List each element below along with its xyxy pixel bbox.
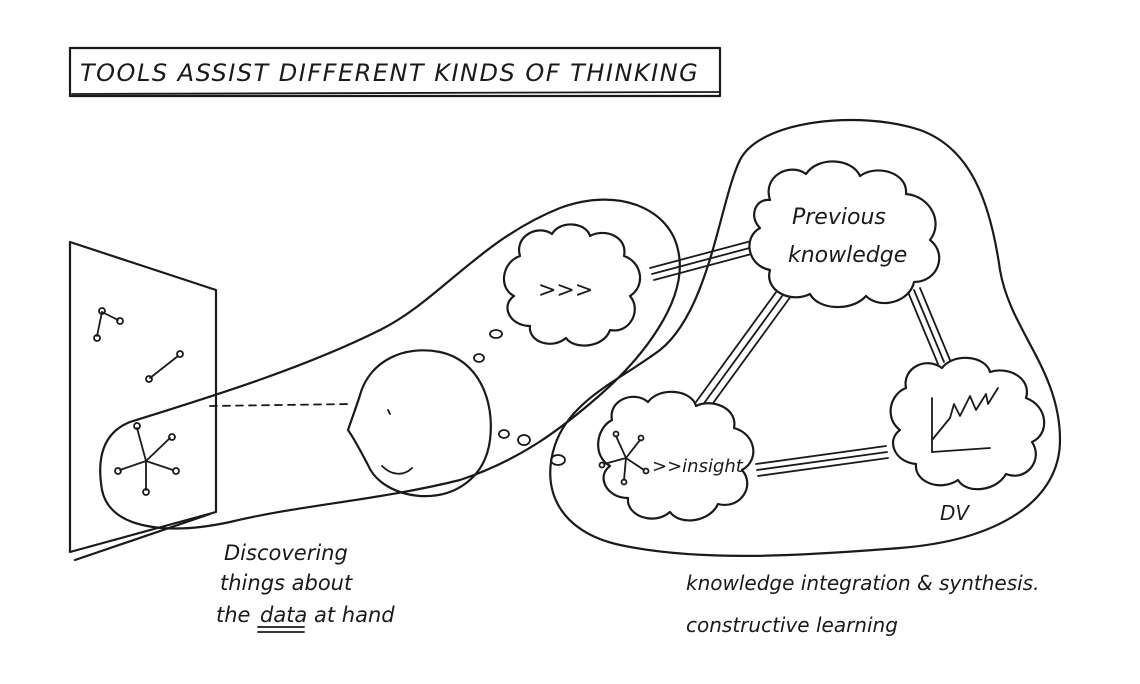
left-caption-line3-data: data [260, 603, 307, 627]
previous-label: Previous [792, 205, 886, 230]
network-glyph-insight [598, 430, 650, 486]
discovery-region-outline [99, 198, 681, 530]
insight-cloud: >>insight [597, 390, 755, 522]
screen-outline [68, 240, 218, 554]
knowledge-region-outline [549, 118, 1062, 558]
links [649, 239, 951, 477]
line-chart-icon [931, 387, 999, 453]
dv-label: DV [940, 501, 970, 525]
title-box: TOOLS ASSIST DIFFERENT KINDS OF THINKING [68, 46, 722, 98]
knowledge-label: knowledge [788, 243, 907, 268]
screen-node-glyph-b [145, 350, 184, 383]
right-caption-line2: constructive learning [686, 613, 898, 637]
head [346, 349, 492, 498]
right-caption: knowledge integration & synthesis. const… [686, 571, 1039, 637]
head-smile [381, 465, 413, 475]
title-frame [68, 46, 722, 98]
left-caption: Discovering things about the data at han… [216, 541, 395, 633]
screen-panel [68, 240, 218, 562]
left-caption-line3-rest: at hand [314, 603, 395, 627]
screen-node-glyph-a [93, 307, 124, 342]
chevron-text: >>> [538, 278, 593, 303]
title-text: TOOLS ASSIST DIFFERENT KINDS OF THINKING [80, 59, 699, 87]
chevron-cloud: >>> [503, 223, 641, 347]
sight-line [209, 403, 353, 407]
dv-cloud: DV [889, 356, 1046, 525]
network-glyph-left [114, 422, 180, 496]
right-caption-line1: knowledge integration & synthesis. [686, 571, 1039, 595]
previous-knowledge-cloud: Previous knowledge [748, 160, 941, 309]
head-eye [387, 409, 391, 415]
insight-label: >>insight [652, 456, 744, 477]
left-caption-line1: Discovering [224, 541, 348, 565]
left-caption-line2: things about [220, 571, 353, 595]
left-caption-line3-the: the [216, 603, 250, 627]
